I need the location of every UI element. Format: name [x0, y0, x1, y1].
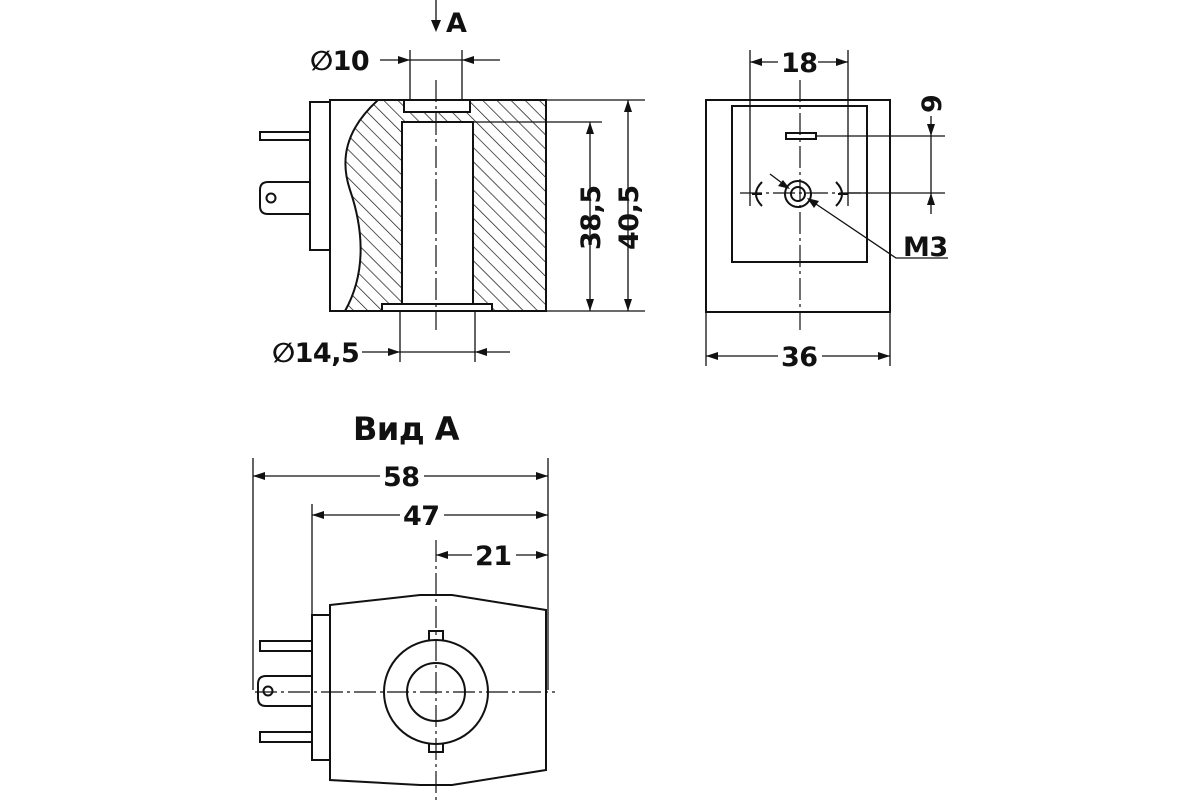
upper-pin — [259, 131, 310, 141]
width-label: 36 — [781, 342, 818, 373]
thread-hole-outer — [784, 180, 812, 208]
bottom-flange — [381, 303, 493, 312]
thread-hole-inner — [790, 186, 806, 202]
view-a-mark: A — [446, 8, 467, 39]
view-a-connector — [311, 614, 331, 761]
bore — [401, 121, 474, 305]
total-height-label: 40,5 — [614, 185, 645, 250]
view-a: Вид А 58 47 21 — [252, 410, 555, 800]
thread-label: M3 — [903, 232, 948, 263]
pin-offset-label: 9 — [917, 95, 948, 113]
view-a-tab — [257, 675, 312, 707]
tab-hole — [265, 192, 277, 204]
end-view: 18 9 M3 36 — [705, 44, 948, 373]
bore-diameter-label: ∅10 — [310, 46, 369, 77]
top-counterbore — [403, 99, 471, 113]
view-a-upper-pin — [259, 640, 312, 652]
section-view: A ∅10 ∅14,5 38,5 40,5 — [259, 0, 645, 369]
pin-spacing-label: 18 — [781, 48, 818, 79]
view-a-title: Вид А — [353, 410, 460, 448]
lower-tab — [259, 181, 310, 215]
view-a-lower-pin — [259, 731, 312, 743]
end-view-body — [705, 99, 891, 313]
view-a-tab-hole — [262, 685, 274, 697]
total-length-label: 58 — [383, 462, 420, 493]
break-line — [344, 99, 379, 312]
inner-height-label: 38,5 — [576, 185, 607, 250]
top-slot — [785, 132, 817, 140]
half-length-label: 21 — [475, 541, 512, 572]
connector-plate — [309, 101, 331, 251]
body-length-label: 47 — [403, 501, 440, 532]
outer-diameter-label: ∅14,5 — [272, 338, 359, 369]
